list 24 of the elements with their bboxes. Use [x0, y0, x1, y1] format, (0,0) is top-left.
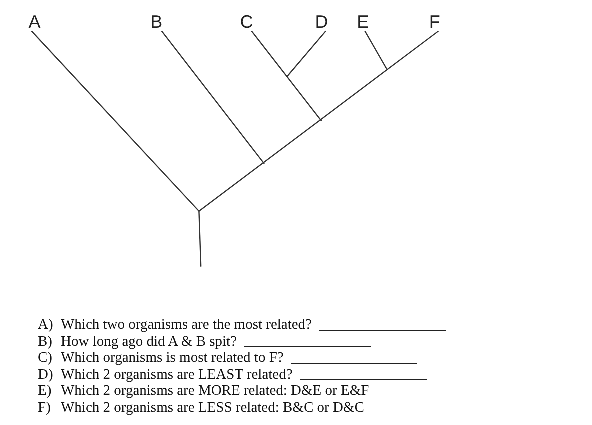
taxon-label: F — [427, 13, 442, 32]
branch-line — [161, 30, 265, 164]
question-letter: F) — [38, 400, 51, 416]
branch-line — [364, 31, 388, 70]
taxon-label: E — [355, 13, 372, 32]
question-text: Which 2 organisms are LEAST related? — [61, 366, 293, 383]
question-letter: A) — [38, 317, 54, 333]
question-letter: C) — [38, 350, 52, 366]
question-text: Which two organisms are the most related? — [61, 317, 312, 333]
question-letter: B) — [38, 334, 52, 350]
taxon-label: A — [26, 13, 43, 32]
branch-line — [31, 30, 200, 212]
branch-line — [198, 30, 440, 212]
question-letter: D) — [38, 366, 54, 383]
branch-line — [251, 30, 322, 122]
taxon-label: C — [238, 13, 256, 32]
branch-line — [286, 30, 326, 78]
taxon-label: B — [148, 13, 165, 32]
question-text: Which 2 organisms are LESS related: B&C or D&C — [61, 400, 364, 416]
taxon-label: D — [313, 13, 330, 32]
question-text: How long ago did A & B spit? — [61, 334, 238, 350]
question-text: Which organisms is most related to F? — [61, 350, 284, 366]
question-letter: E) — [38, 383, 52, 400]
question-text: Which 2 organisms are MORE related: D&E or E&F — [61, 383, 370, 400]
